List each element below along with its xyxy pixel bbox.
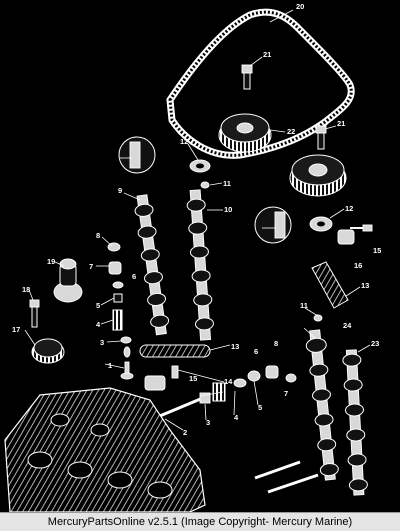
camshaft-9: [134, 194, 170, 336]
callout-5-right: 5: [258, 403, 262, 412]
callout-17: 17: [12, 325, 20, 334]
callout-24: 24: [343, 321, 352, 330]
callout-7-right: 7: [284, 389, 288, 398]
camshaft-24: [305, 329, 339, 481]
callout-18: 18: [22, 285, 30, 294]
sprocket-17: [31, 338, 65, 364]
rocker-14: [144, 375, 166, 391]
pulley-19: [53, 258, 83, 303]
callout-3-left: 3: [100, 338, 104, 347]
callout-16: 16: [354, 261, 362, 270]
callout-4-left: 4: [96, 320, 101, 329]
bolt-15-left: [171, 365, 179, 379]
callout-2: 2: [183, 428, 187, 437]
cylinder-head: [4, 387, 206, 512]
cam-seal-12-right: [309, 216, 333, 232]
callout-11-left: 11: [223, 179, 231, 188]
cam-seal-12-left: [189, 159, 211, 173]
washer-11-left: [200, 181, 210, 189]
callout-4-right: 4: [234, 413, 239, 422]
cam-sprocket-right: [289, 154, 347, 197]
bolt-18: [29, 299, 40, 328]
callout-10: 10: [224, 205, 232, 214]
callout-23: 23: [371, 339, 379, 348]
callout-3-right: 3: [206, 418, 210, 427]
callout-6-right: 6: [254, 347, 258, 356]
callout-21-right: 21: [337, 119, 345, 128]
callout-12-left: 12: [180, 137, 188, 146]
callout-7-left: 7: [89, 262, 93, 271]
leader-lines: [24, 9, 371, 431]
valve-pair-lower: [254, 460, 319, 494]
callout-12-right: 12: [345, 204, 353, 213]
bolt-21-upper: [241, 64, 253, 90]
callout-15-right: 15: [373, 246, 381, 255]
callout-13-right: 13: [361, 281, 369, 290]
caption-bar: MercuryPartsOnline v2.5.1 (Image Copyrig…: [0, 512, 400, 531]
sensor-16: [337, 229, 355, 245]
callout-8-right: 8: [274, 339, 278, 348]
callout-5-left: 5: [96, 301, 100, 310]
camshaft-10: [186, 189, 214, 341]
washer-11-right: [313, 314, 323, 322]
callout-19: 19: [47, 257, 55, 266]
callout-14: 14: [224, 377, 233, 386]
callout-labels: 20 21 22 21 12 11 9 10 12 15 16 8 7 6 5 …: [12, 2, 381, 437]
timing-belt: [166, 8, 355, 159]
seal-detail-inset-right: [254, 206, 292, 244]
callout-8-left: 8: [96, 231, 100, 240]
image-caption: MercuryPartsOnline v2.5.1 (Image Copyrig…: [47, 516, 353, 528]
callout-13-mid: 13: [231, 342, 239, 351]
callout-1: 1: [108, 361, 112, 370]
retainer-plate-13-mid: [139, 344, 211, 358]
callout-20: 20: [296, 2, 304, 11]
callout-9: 9: [118, 186, 122, 195]
retainer-plate-13-right: [311, 261, 349, 309]
exploded-parts-diagram: 20 21 22 21 12 11 9 10 12 15 16 8 7 6 5 …: [4, 2, 381, 512]
callout-11-right: 11: [300, 301, 308, 310]
cam-sprocket-left: [218, 113, 272, 153]
callout-22: 22: [287, 127, 295, 136]
bolt-21-right: [315, 125, 327, 150]
valve-train-left: [107, 242, 134, 380]
callout-6-left: 6: [132, 272, 136, 281]
seal-detail-inset-left: [118, 136, 156, 174]
callout-21-upper: 21: [263, 50, 271, 59]
bolt-15-right: [350, 224, 373, 232]
camshaft-23: [342, 349, 368, 496]
callout-15-left: 15: [189, 374, 197, 383]
